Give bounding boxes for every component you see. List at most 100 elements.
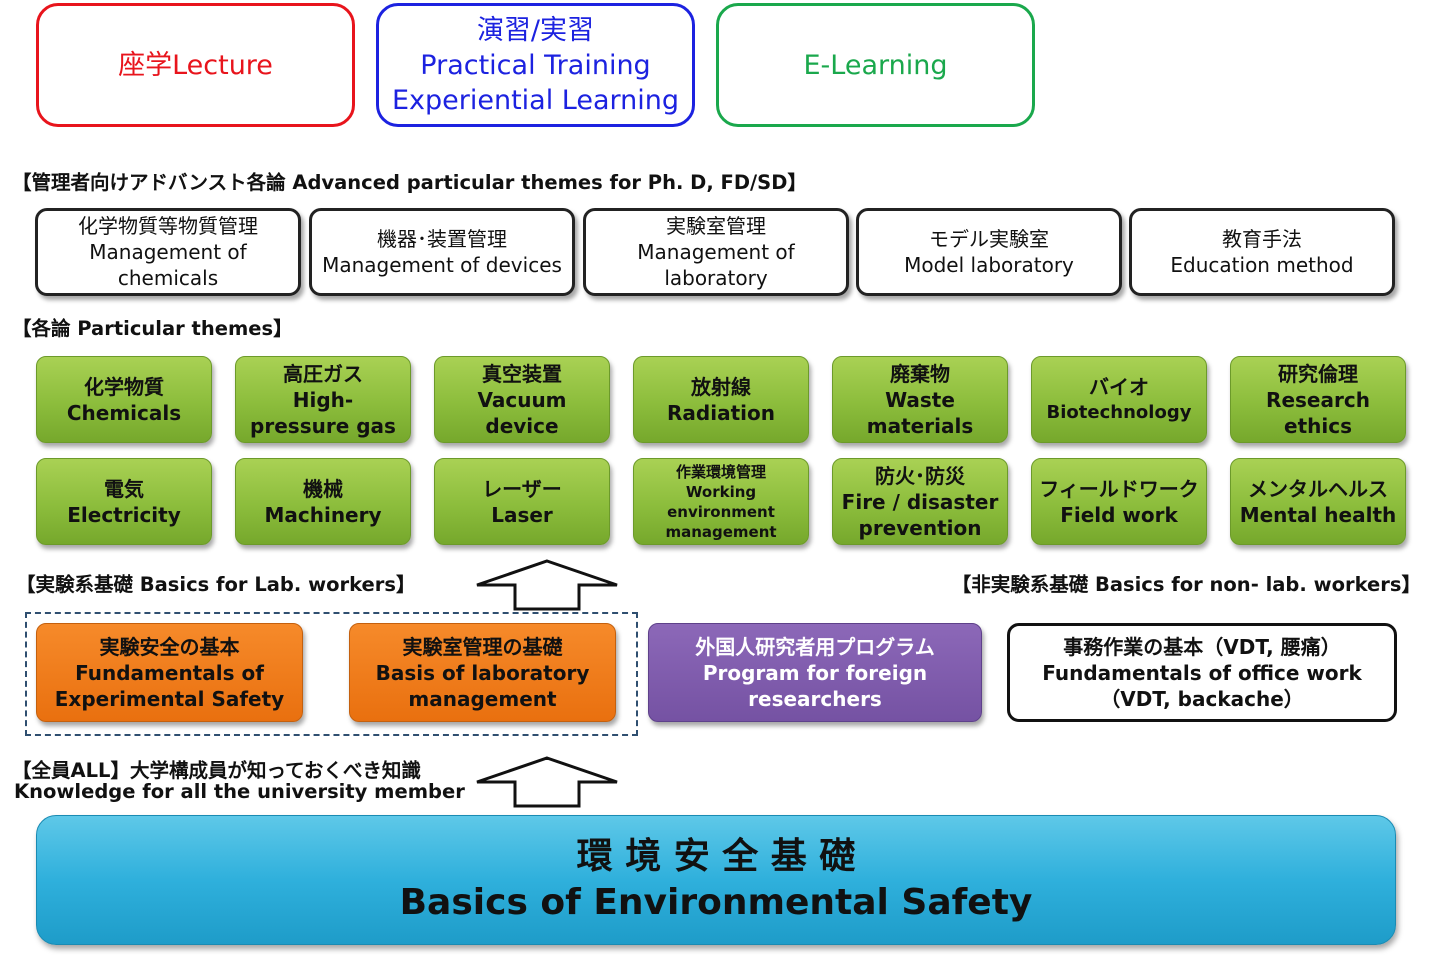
experimental-safety-line: 実験安全の基本 — [99, 634, 240, 659]
theme-line: Radiation — [667, 400, 775, 425]
theme-waste-materials: 廃棄物 Waste materials — [832, 356, 1008, 443]
advanced-item-line: Management of devices — [322, 253, 562, 277]
all-heading-line2: Knowledge for all the university member — [14, 780, 465, 803]
advanced-item-education: 教育手法 Education method — [1129, 208, 1395, 296]
theme-line: Working — [685, 482, 757, 501]
advanced-item-model-lab: モデル実験室 Model laboratory — [856, 208, 1122, 296]
office-work-line: Fundamentals of office work — [1042, 660, 1362, 685]
theme-line: Chemicals — [66, 400, 182, 425]
theme-mental-health: メンタルヘルス Mental health — [1230, 458, 1406, 545]
advanced-item-chemicals: 化学物質等物質管理 Management of chemicals — [35, 208, 301, 296]
theme-chemicals: 化学物質 Chemicals — [36, 356, 212, 443]
advanced-item-line: Model laboratory — [904, 253, 1074, 277]
theme-line: 機械 — [303, 476, 343, 501]
theme-line: Field work — [1060, 502, 1178, 527]
legend-elearning: E-Learning — [716, 3, 1035, 127]
advanced-item-line: chemicals — [117, 266, 219, 290]
theme-line: pressure gas — [250, 413, 396, 438]
theme-line: device — [485, 413, 559, 438]
office-work-line: （VDT, backache） — [1100, 686, 1304, 711]
experimental-safety-line: Experimental Safety — [54, 686, 285, 711]
theme-working-environment: 作業環境管理 Working environment management — [633, 458, 809, 545]
theme-line: Waste — [885, 387, 955, 412]
advanced-item-laboratory: 実験室管理 Management of laboratory — [583, 208, 849, 296]
theme-line: 電気 — [104, 476, 144, 501]
advanced-heading: 【管理者向けアドバンスト各論 Advanced particular theme… — [12, 171, 807, 194]
lab-basics-group — [25, 612, 638, 736]
up-arrow-icon — [476, 756, 618, 808]
nonlab-basics-heading: 【非実験系基礎 Basics for non- lab. workers】 — [951, 573, 1421, 596]
theme-high-pressure-gas: 高圧ガス High- pressure gas — [235, 356, 411, 443]
theme-electricity: 電気 Electricity — [36, 458, 212, 545]
theme-line: レーザー — [482, 476, 562, 501]
foreign-researchers-line: 外国人研究者用プログラム — [695, 634, 935, 659]
theme-line: 防火･防災 — [875, 463, 965, 488]
foreign-researchers-line: Program for foreign — [702, 660, 928, 685]
theme-line: management — [665, 522, 777, 541]
legend-practical-line1: 演習/実習 — [476, 14, 595, 46]
advanced-item-devices: 機器･装置管理 Management of devices — [309, 208, 575, 296]
up-arrow-icon — [476, 559, 618, 611]
theme-vacuum-device: 真空装置 Vacuum device — [434, 356, 610, 443]
foundation-title-jp: 環 境 安 全 基 礎 — [576, 836, 856, 877]
theme-line: Electricity — [67, 502, 181, 527]
advanced-item-line: Management of — [637, 240, 795, 264]
theme-line: environment — [667, 502, 775, 521]
theme-line: prevention — [858, 515, 982, 540]
theme-line: Laser — [491, 502, 553, 527]
lab-management-line: management — [408, 686, 557, 711]
office-work-box: 事務作業の基本（VDT, 腰痛） Fundamentals of office … — [1007, 623, 1397, 722]
theme-radiation: 放射線 Radiation — [633, 356, 809, 443]
legend-lecture: 座学Lecture — [36, 3, 355, 127]
theme-line: 真空装置 — [482, 361, 562, 386]
lab-management-line: Basis of laboratory — [375, 660, 590, 685]
particular-heading: 【各論 Particular themes】 — [12, 317, 293, 340]
theme-biotechnology: バイオ Biotechnology — [1031, 356, 1207, 443]
advanced-item-line: 化学物質等物質管理 — [78, 214, 258, 238]
advanced-item-line: Education method — [1170, 253, 1354, 277]
theme-line: フィールドワーク — [1039, 476, 1199, 501]
theme-line: 化学物質 — [84, 374, 164, 399]
foundation-title-en: Basics of Environmental Safety — [399, 882, 1033, 923]
theme-line: 放射線 — [691, 374, 751, 399]
legend-practical-line2: Practical Training — [420, 49, 651, 81]
advanced-item-line: 機器･装置管理 — [377, 227, 507, 251]
advanced-item-line: 教育手法 — [1222, 227, 1302, 251]
legend-elearning-label: E-Learning — [803, 49, 948, 81]
theme-line: Mental health — [1239, 502, 1397, 527]
legend-lecture-label: 座学Lecture — [118, 49, 273, 81]
theme-laser: レーザー Laser — [434, 458, 610, 545]
advanced-item-line: Management of — [89, 240, 247, 264]
all-heading-line1: 【全員ALL】大学構成員が知っておくべき知識 — [12, 759, 421, 782]
theme-line: ethics — [1284, 413, 1352, 438]
foreign-researchers-line: researchers — [748, 686, 882, 711]
advanced-item-line: laboratory — [664, 266, 768, 290]
theme-field-work: フィールドワーク Field work — [1031, 458, 1207, 545]
theme-line: バイオ — [1089, 374, 1149, 399]
theme-line: Biotechnology — [1046, 401, 1192, 423]
theme-line: materials — [866, 413, 974, 438]
theme-machinery: 機械 Machinery — [235, 458, 411, 545]
theme-fire-disaster: 防火･防災 Fire / disaster prevention — [832, 458, 1008, 545]
theme-line: Research — [1266, 387, 1370, 412]
theme-line: Fire / disaster — [841, 489, 999, 514]
theme-line: 高圧ガス — [283, 361, 363, 386]
experimental-safety-box: 実験安全の基本 Fundamentals of Experimental Saf… — [36, 623, 303, 722]
theme-line: Vacuum — [477, 387, 567, 412]
theme-line: メンタルヘルス — [1248, 476, 1388, 501]
advanced-item-line: モデル実験室 — [929, 227, 1049, 251]
experimental-safety-line: Fundamentals of — [75, 660, 264, 685]
theme-research-ethics: 研究倫理 Research ethics — [1230, 356, 1406, 443]
lab-management-box: 実験室管理の基礎 Basis of laboratory management — [349, 623, 616, 722]
foreign-researchers-box: 外国人研究者用プログラム Program for foreign researc… — [648, 623, 982, 722]
theme-line: 廃棄物 — [890, 361, 950, 386]
legend-practical: 演習/実習 Practical Training Experiential Le… — [376, 3, 695, 127]
office-work-line: 事務作業の基本（VDT, 腰痛） — [1063, 634, 1341, 659]
lab-management-line: 実験室管理の基礎 — [402, 634, 563, 659]
theme-line: 作業環境管理 — [675, 462, 766, 481]
advanced-item-line: 実験室管理 — [666, 214, 766, 238]
legend-practical-line3: Experiential Learning — [391, 84, 680, 116]
theme-line: High- — [292, 387, 354, 412]
environmental-safety-foundation: 環 境 安 全 基 礎 Basics of Environmental Safe… — [36, 815, 1396, 945]
theme-line: 研究倫理 — [1278, 361, 1358, 386]
